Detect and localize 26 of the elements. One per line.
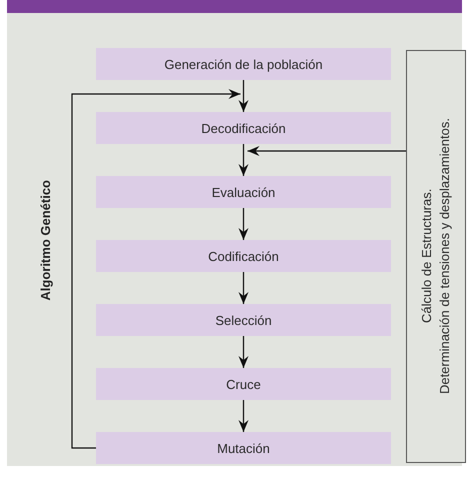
box-text: Selección (215, 312, 272, 328)
box-text: Cálculo de Estructuras. (418, 189, 435, 324)
arrow (238, 272, 248, 304)
box-text: Codificación (208, 248, 279, 264)
arrow (238, 144, 248, 176)
process-box (96, 176, 391, 208)
box-text: Evaluación (212, 184, 276, 200)
box-text: Mutación (217, 440, 270, 456)
process-box (96, 240, 391, 272)
process-box (96, 48, 391, 80)
box-text: Determinación de tensiones y desplazamientos. (436, 118, 453, 395)
box-text: Cruce (226, 376, 261, 392)
box-text: Decodificación (201, 120, 286, 136)
box-text: Generación de la población (164, 56, 323, 72)
arrow (238, 80, 248, 112)
process-box (96, 304, 391, 336)
annotation-box (406, 50, 466, 463)
arrow (238, 208, 248, 240)
loop-label: Algoritmo Genético (38, 180, 53, 301)
arrow (238, 336, 248, 368)
arrow (238, 400, 248, 432)
arrow (248, 146, 406, 156)
process-box (96, 112, 391, 144)
arrow (71, 89, 240, 449)
process-box (96, 432, 391, 464)
process-box (96, 368, 391, 400)
